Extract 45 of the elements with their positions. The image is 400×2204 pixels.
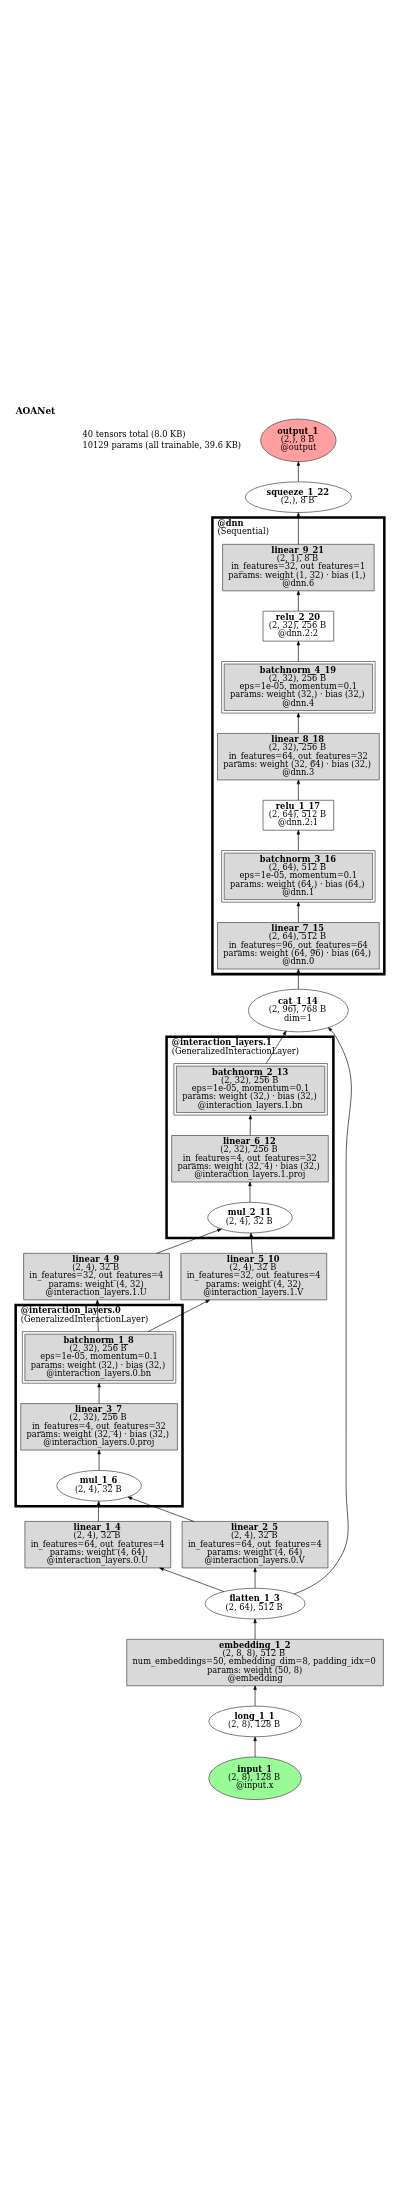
arrow — [127, 1496, 195, 1522]
arrow — [97, 1449, 101, 1471]
arrow — [249, 1232, 253, 1254]
node-box: embedding_1_2 (2, 8, 8), 512 B num_embeddings=50, embedding_dim=8, padding_idx=0 params: weight (50, 8) @embedding — [126, 1638, 384, 1687]
arrow — [253, 1685, 257, 1707]
arrow — [296, 712, 301, 734]
label: 10129 params (all trainable, 39.6 KB) — [82, 439, 242, 450]
arrow — [97, 1500, 101, 1522]
arrow — [293, 1027, 352, 1595]
node-box: linear_3_7 (2, 32), 256 B in_features=4, out_features=32 params: weight (32, 4) · bias (32,) @interaction_layers.0.proj — [20, 1403, 178, 1451]
node-ellipse: squeeze_1_22 (2,), 8 B — [244, 481, 352, 513]
arrow — [248, 1114, 252, 1136]
arrow — [296, 968, 301, 990]
node-box: linear_7_15 (2, 64), 512 B in_features=96, out_features=64 params: weight (64, 96) · bias (64,) @dnn.0 — [217, 922, 380, 970]
arrow — [296, 830, 301, 851]
node-box: linear_8_18 (2, 32), 256 B in_features=64, out_features=32 params: weight (32, 64) · bias (32,) @dnn.3 — [217, 733, 380, 781]
arrow — [147, 1299, 210, 1332]
node-box: linear_6_12 (2, 32), 256 B in_features=4, out_features=32 params: weight (32, 4) · bias (32,) @interaction_layers.1.proj — [171, 1135, 329, 1183]
node-box: linear_2_5 (2, 4), 32 B in_features=64, out_features=4 params: weight (4, 64) @interaction_layers.0.V — [181, 1521, 329, 1569]
node-box: linear_4_9 (2, 4), 32 B in_features=32, out_features=4 params: weight (4, 32) @interaction_layers.1.U — [23, 1252, 170, 1301]
arrow — [253, 1618, 257, 1640]
node-box: linear_9_21 (2, 1), 8 B in_features=32, out_features=1 params: weight (1, 32) · bias (1,) @dnn.6 — [222, 543, 375, 592]
diagram-title: AOANet — [15, 405, 56, 416]
node-box: relu_1_17 (2, 64), 512 B @dnn.2:1 — [262, 799, 335, 831]
arrow — [156, 1228, 222, 1254]
arrow — [97, 1382, 101, 1404]
arrow — [296, 779, 301, 801]
node-ellipse: output_1 (2,), 8 B @output — [260, 418, 337, 463]
arrow — [265, 1030, 287, 1064]
arrow — [296, 461, 301, 482]
label: 40 tensors total (8.0 KB) — [82, 429, 186, 440]
arrow — [159, 1567, 225, 1592]
node-box: relu_2_20 (2, 32), 256 B @dnn.2:2 — [262, 610, 335, 642]
node-ellipse: long_1_1 (2, 8), 128 B — [208, 1705, 302, 1738]
arrow — [248, 1181, 252, 1203]
node-ellipse: flatten_1_3 (2, 64), 512 B — [204, 1587, 306, 1620]
arrow — [296, 640, 301, 662]
arrow — [253, 1736, 257, 1758]
arrow — [296, 512, 301, 545]
arrow — [95, 1299, 100, 1332]
arrow — [253, 1567, 257, 1589]
node-box: linear_5_10 (2, 4), 32 B in_features=32, out_features=4 params: weight (4, 32) @interaction_layers.1.V — [180, 1252, 328, 1301]
arrow — [296, 901, 301, 923]
node-ellipse: input_1 (2, 8), 128 B @input.x — [208, 1756, 302, 1800]
arrow — [296, 590, 301, 612]
